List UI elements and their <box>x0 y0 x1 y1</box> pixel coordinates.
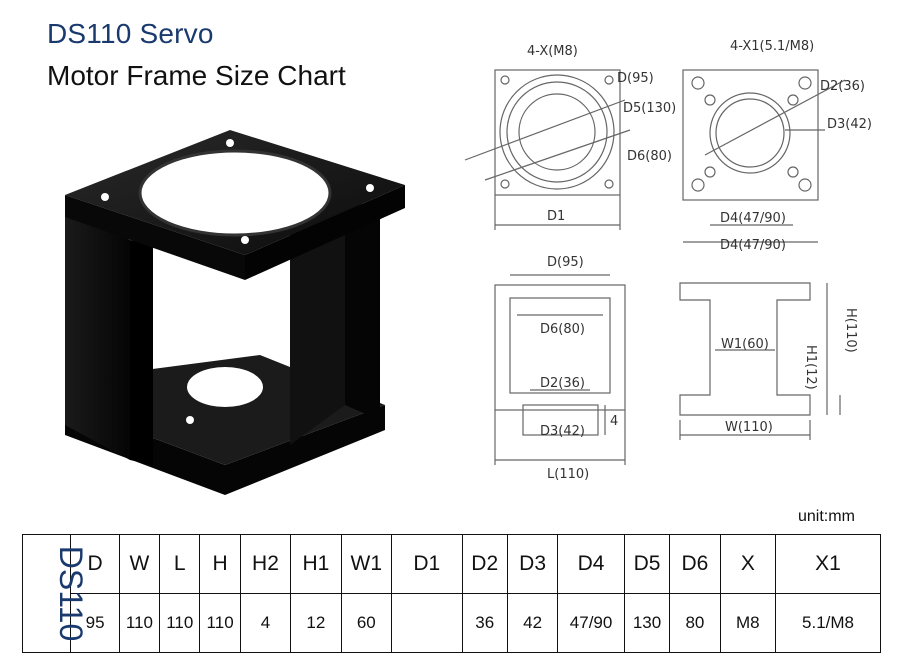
col-l: L <box>159 534 201 594</box>
col-d: D <box>70 534 120 594</box>
col-w1: W1 <box>340 534 392 594</box>
col-d2: D2 <box>461 534 508 594</box>
label-d: D(95) <box>617 71 654 86</box>
model-cell: DS110 <box>21 534 89 653</box>
size-chart-table: DS110 D W L H H2 H1 W1 D1 D2 D3 D4 D5 D6… <box>21 534 881 653</box>
label-holes-x: 4-X(M8) <box>527 44 578 59</box>
page-title: DS110 Servo <box>47 18 214 49</box>
col-w: W <box>118 534 161 594</box>
val-h: 110 <box>199 593 241 653</box>
val-d4: 47/90 <box>557 593 625 653</box>
dimension-drawings: 4-X(M8) D(95) D5(130) D6(80) D1 4-X1(5.1… <box>464 39 872 482</box>
col-x1: X1 <box>775 534 881 594</box>
col-x: X <box>719 534 777 594</box>
label-holes-x1: 4-X1(5.1/M8) <box>730 39 814 54</box>
page-subtitle: Motor Frame Size Chart <box>47 60 346 91</box>
table-values-row: 95 110 110 110 4 12 60 36 42 47/90 130 8… <box>23 593 881 653</box>
table-header-row: DS110 D W L H H2 H1 W1 D1 D2 D3 D4 D5 D6… <box>21 534 881 653</box>
label-w: W(110) <box>725 420 773 435</box>
val-d6: 80 <box>669 593 721 653</box>
label-w1: W1(60) <box>721 337 769 352</box>
label-d1: D1 <box>547 209 565 224</box>
label-d2: D2(36) <box>820 79 865 94</box>
label-h2: 4 <box>610 414 618 429</box>
label-d4-inner: D4(47/90) <box>720 211 786 226</box>
label-side-d3: D3(42) <box>540 424 585 439</box>
col-h: H <box>199 534 241 594</box>
val-x1: 5.1/M8 <box>775 593 881 653</box>
val-w1: 60 <box>340 593 392 653</box>
unit-label: unit:mm <box>798 508 855 525</box>
col-h1: H1 <box>290 534 342 594</box>
val-d3: 42 <box>506 593 559 653</box>
val-h2: 4 <box>239 593 292 653</box>
label-l: L(110) <box>547 467 589 482</box>
label-side-d: D(95) <box>547 255 584 270</box>
val-w: 110 <box>118 593 161 653</box>
val-d1 <box>390 593 463 653</box>
label-side-d2: D2(36) <box>540 376 585 391</box>
model-name: DS110 <box>53 545 90 642</box>
label-d6: D6(80) <box>627 149 672 164</box>
col-h2: H2 <box>239 534 292 594</box>
val-d5: 130 <box>623 593 671 653</box>
col-d4: D4 <box>557 534 625 594</box>
col-d5: D5 <box>623 534 671 594</box>
motor-frame-photo <box>65 130 405 495</box>
label-side-d6: D6(80) <box>540 322 585 337</box>
val-h1: 12 <box>290 593 342 653</box>
label-h: H(110) <box>843 308 858 353</box>
col-d3: D3 <box>506 534 559 594</box>
label-h1: H1(12) <box>803 345 818 390</box>
val-d2: 36 <box>461 593 508 653</box>
label-d5: D5(130) <box>623 101 676 116</box>
col-d6: D6 <box>669 534 721 594</box>
label-d4-outer: D4(47/90) <box>720 238 786 253</box>
col-d1: D1 <box>390 534 463 594</box>
val-x: M8 <box>719 593 777 653</box>
val-l: 110 <box>159 593 201 653</box>
label-d3: D3(42) <box>827 117 872 132</box>
